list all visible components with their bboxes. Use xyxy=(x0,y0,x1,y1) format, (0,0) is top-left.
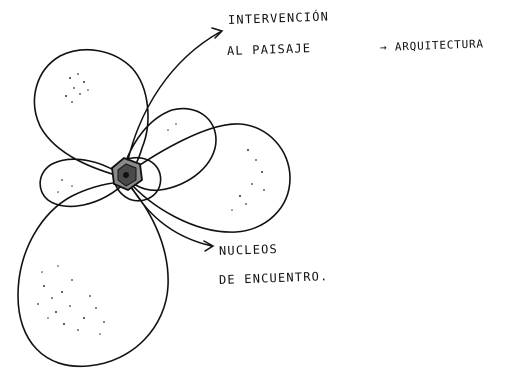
central-nucleus xyxy=(111,156,143,192)
label-intervencion: INTERVENCIÓN xyxy=(227,9,330,27)
petal-right xyxy=(123,123,291,233)
arrow-nucleos xyxy=(131,187,213,247)
petal-bottom xyxy=(17,181,169,368)
petal-top-left xyxy=(33,49,149,179)
petal-upper-right xyxy=(121,107,217,192)
arrow-intervencion-head xyxy=(211,27,224,39)
label-arquitectura: → ARQUITECTURA xyxy=(379,37,485,54)
arrow-intervencion xyxy=(127,31,221,161)
label-al-paisaje: AL PAISAJE xyxy=(226,41,312,58)
stipple-dots xyxy=(37,73,265,335)
label-de-encuentro: DE ENCUENTRO. xyxy=(218,269,329,287)
label-nucleos: NUCLEOS xyxy=(218,241,279,258)
petal-left xyxy=(39,158,129,208)
arrow-nucleos-head xyxy=(203,240,215,252)
